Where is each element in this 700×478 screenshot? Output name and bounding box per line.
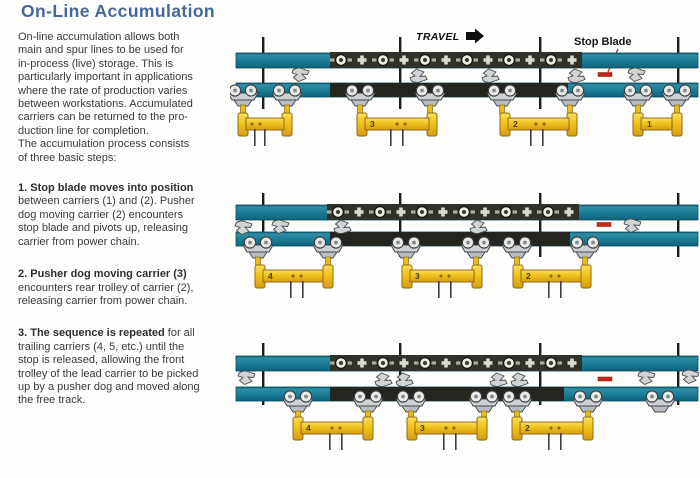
carrier-number: 3: [370, 119, 375, 129]
step-3-body: for all trailing carriers (4, 5, etc.) u…: [18, 327, 200, 407]
step-1: 1. Stop blade moves into position betwee…: [18, 182, 234, 249]
carrier-number: 2: [513, 119, 518, 129]
step-2-body: encounters rear trolley of carrier (2), …: [18, 281, 194, 307]
pusher-dog: [291, 67, 310, 82]
pusher-dogs: [237, 369, 700, 387]
pusher-dog: [469, 219, 488, 234]
carrier-number: 1: [647, 119, 652, 129]
pusher-dog: [567, 68, 586, 83]
carrier: 3: [406, 416, 488, 450]
stop-blade: [596, 222, 612, 227]
support-hangers: [262, 37, 680, 109]
step-1-heading: 1. Stop blade moves into position: [18, 182, 194, 195]
diagram-step-3: 4 3 2: [235, 343, 700, 450]
carrier: 1: [632, 112, 683, 137]
carrier-number: 2: [526, 271, 531, 281]
pusher-dog: [271, 219, 290, 234]
stop-blade-label: Stop Blade: [574, 36, 631, 48]
pusher-dog: [409, 68, 428, 83]
pusher-dog: [374, 372, 393, 387]
pusher-dog: [681, 369, 700, 384]
pusher-dog: [395, 372, 414, 387]
step-2: 2. Pusher dog moving carrier (3) encount…: [18, 268, 234, 308]
carrier: 3: [401, 264, 483, 298]
carrier: 2: [512, 264, 592, 298]
carrier-number: 4: [306, 423, 311, 433]
diagram-step-2: 4 3 2: [234, 193, 699, 298]
power-chain: [329, 51, 583, 69]
pusher-dog: [510, 372, 529, 387]
carrier-number: 3: [415, 271, 420, 281]
carrier-number: 2: [525, 423, 530, 433]
free-track-band: [330, 232, 570, 246]
support-hangers: [262, 193, 680, 257]
step-3-heading: 3. The sequence is repeated: [18, 327, 165, 340]
power-chain: [326, 203, 580, 221]
carrier: 4: [254, 264, 334, 298]
step-2-heading: 2. Pusher dog moving carrier (3): [18, 268, 187, 281]
pusher-dog: [237, 370, 256, 385]
carrier: 3: [356, 112, 438, 146]
diagram-step-1: TRAVEL Stop Blade: [230, 28, 699, 146]
intro-paragraph: On-line accumulation allows both main an…: [18, 31, 193, 164]
pusher-dog: [333, 219, 352, 234]
page-title: On-Line Accumulation: [21, 1, 216, 21]
carrier: [237, 112, 293, 146]
article-text: On-line accumulation allows both main an…: [18, 31, 234, 427]
power-chain: [329, 354, 583, 372]
stop-blade: [597, 376, 613, 382]
pusher-dog: [637, 370, 656, 385]
stop-blade: [597, 72, 613, 77]
carrier: 2: [499, 112, 578, 146]
travel-label: TRAVEL: [416, 31, 460, 43]
pusher-dog: [623, 218, 642, 233]
carrier: 2: [511, 416, 594, 450]
pusher-dogs: [291, 67, 646, 83]
carrier: 4: [292, 416, 374, 450]
step-3: 3. The sequence is repeated for all trai…: [18, 327, 234, 407]
pusher-dog: [627, 67, 646, 82]
pusher-dog: [481, 68, 500, 83]
step-1-body: between carriers (1) and (2). Pusher dog…: [18, 195, 195, 248]
carrier-number: 3: [420, 423, 425, 433]
pusher-dog: [489, 372, 508, 387]
travel-arrow-icon: [466, 28, 484, 44]
support-hangers: [262, 343, 680, 405]
carrier-number: 4: [268, 271, 273, 281]
